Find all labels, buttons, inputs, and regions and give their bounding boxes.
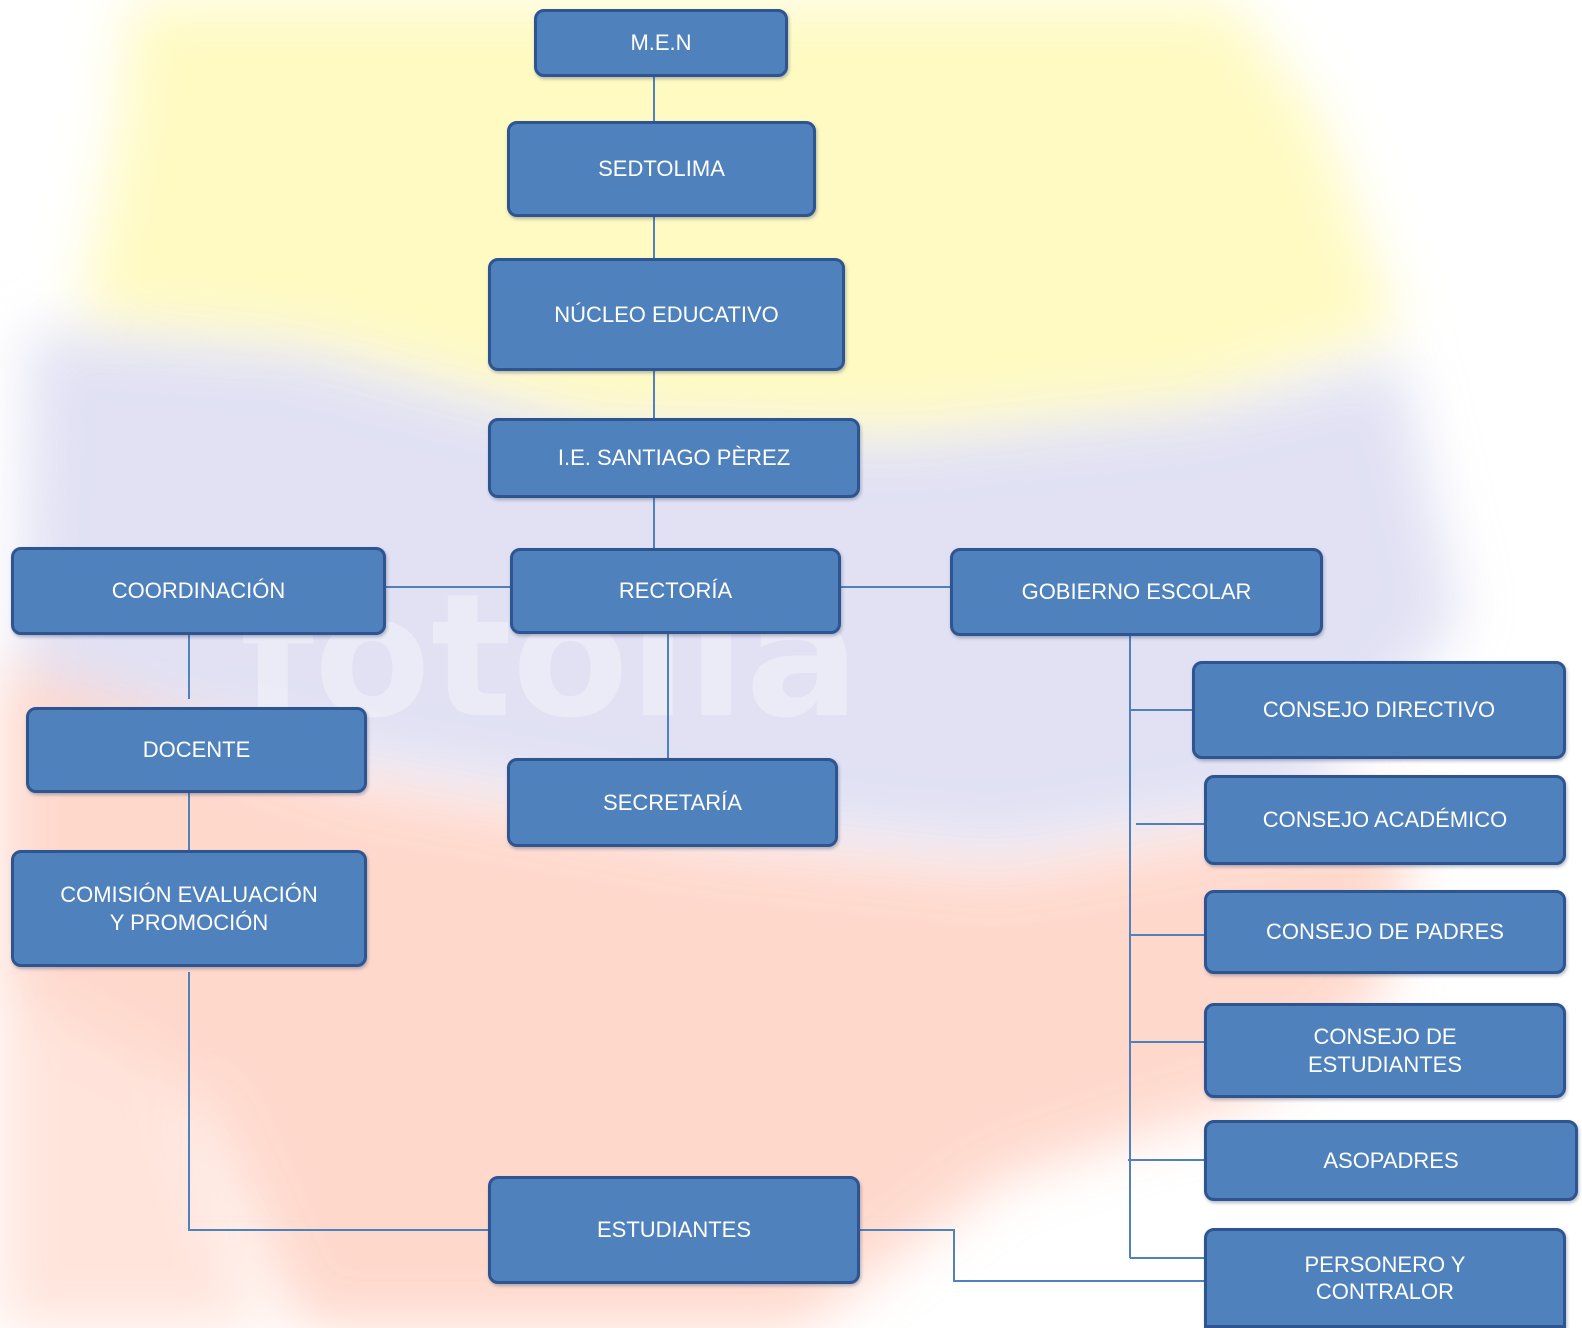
node-docente: DOCENTE: [26, 707, 367, 793]
node-coordinacion: COORDINACIÓN: [11, 547, 386, 635]
node-ie-label: I.E. SANTIAGO PÈREZ: [557, 445, 791, 471]
node-ie-santiago-perez: I.E. SANTIAGO PÈREZ: [488, 418, 860, 498]
node-consejo-academico-label: CONSEJO ACADÉMICO: [1262, 807, 1508, 833]
node-estudiantes-label: ESTUDIANTES: [596, 1217, 752, 1243]
node-men-label: M.E.N: [630, 30, 692, 56]
connector-estudiantes-personero: [860, 1229, 1204, 1282]
node-sedtolima-label: SEDTOLIMA: [598, 156, 725, 182]
node-consejo-estudiantes: CONSEJO DE ESTUDIANTES: [1204, 1003, 1566, 1098]
node-men: M.E.N: [534, 9, 788, 77]
node-comision-line1: COMISIÓN EVALUACIÓN: [60, 882, 318, 907]
node-personero-line2: CONTRALOR: [1315, 1279, 1455, 1304]
node-consejo-academico: CONSEJO ACADÉMICO: [1204, 775, 1566, 865]
node-comision-line2: Y PROMOCIÓN: [109, 909, 269, 935]
node-rectoria-label: RECTORÍA: [618, 578, 733, 604]
node-gobierno-label: GOBIERNO ESCOLAR: [1021, 579, 1252, 605]
node-secretaria-label: SECRETARÍA: [603, 789, 742, 815]
node-coordinacion-label: COORDINACIÓN: [111, 578, 286, 604]
node-consejo-padres-label: CONSEJO DE PADRES: [1266, 919, 1504, 945]
node-gobierno-escolar: GOBIERNO ESCOLAR: [950, 548, 1323, 636]
connector-comision-estudiantes: [188, 972, 490, 1231]
node-estudiantes: ESTUDIANTES: [488, 1176, 860, 1284]
node-consejo-estudiantes-line2: ESTUDIANTES: [1307, 1051, 1463, 1077]
node-nucleo-educativo: NÚCLEO EDUCATIVO: [488, 258, 845, 371]
node-consejo-directivo: CONSEJO DIRECTIVO: [1192, 661, 1566, 759]
node-docente-label: DOCENTE: [142, 737, 251, 763]
node-personero-line1: PERSONERO Y: [1304, 1251, 1466, 1277]
node-secretaria: SECRETARÍA: [507, 758, 838, 847]
node-rectoria: RECTORÍA: [510, 548, 841, 634]
node-consejo-directivo-label: CONSEJO DIRECTIVO: [1262, 697, 1496, 723]
node-consejo-padres: CONSEJO DE PADRES: [1204, 890, 1566, 974]
node-asopadres-label: ASOPADRES: [1323, 1147, 1459, 1173]
node-personero-contralor: PERSONERO Y CONTRALOR: [1204, 1228, 1566, 1328]
node-nucleo-label: NÚCLEO EDUCATIVO: [554, 301, 779, 327]
node-comision-evaluacion: COMISIÓN EVALUACIÓN Y PROMOCIÓN: [11, 850, 367, 967]
node-sedtolima: SEDTOLIMA: [507, 121, 816, 217]
node-asopadres: ASOPADRES: [1204, 1120, 1578, 1201]
node-consejo-estudiantes-line1: CONSEJO DE: [1313, 1024, 1457, 1049]
